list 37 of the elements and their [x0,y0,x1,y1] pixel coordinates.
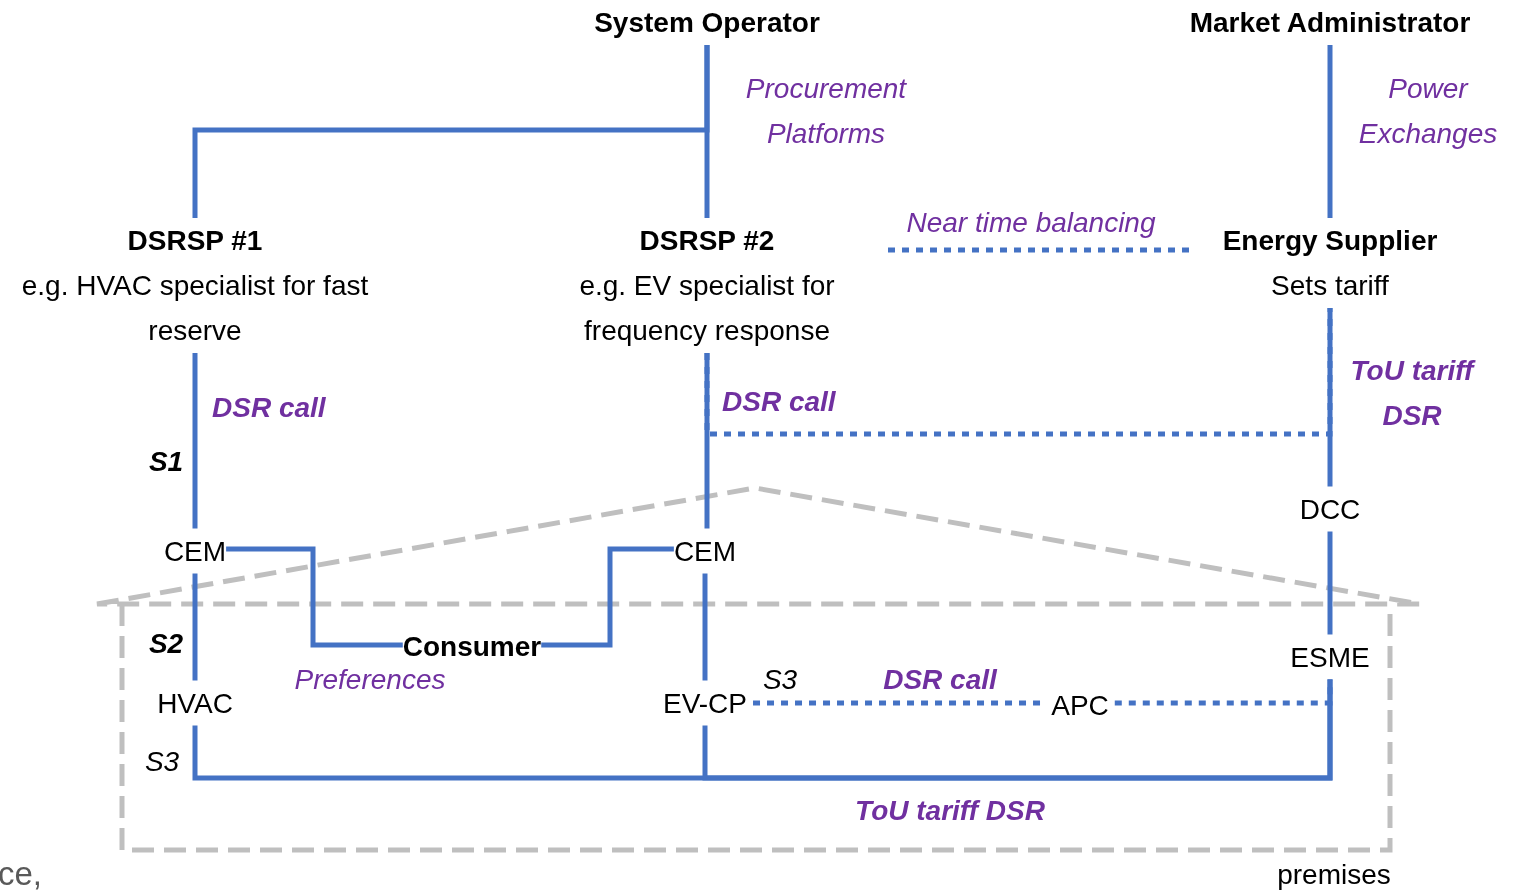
connector [702,679,1333,781]
role-heading: System Operator [594,0,820,45]
step-label: S2 [148,626,184,661]
edge-label: ToU tariff DSR [855,793,1045,828]
connector [192,353,198,529]
connector [192,573,198,681]
step-label: S1 [148,444,184,479]
caption-fragment: ce, [0,853,43,893]
connector [1327,531,1333,635]
edge-label: Near time balancing [906,205,1156,240]
role-heading: Market Administrator [1189,0,1471,45]
exchange-label: Power Exchanges [1357,72,1499,151]
device-label: CEM [163,528,227,574]
supplier-label: Energy Supplier Sets tariff [1195,218,1465,308]
step-label: S3 [762,662,798,697]
connector [1327,45,1333,218]
dotted-connector [704,308,1333,437]
connector [704,45,710,218]
device-label: APC [1051,682,1109,728]
device-label: ESME [1290,634,1370,680]
edge-label: DSR call [212,390,326,425]
edge-label: DSR call [883,662,997,697]
device-label: DCC [1299,486,1361,532]
connector [702,573,708,681]
connector [541,546,674,648]
connector [226,546,403,648]
edge-label: DSR call [722,384,836,419]
provider-label: DSRSP #1 e.g. HVAC specialist for fast reserve [10,218,380,353]
device-label: HVAC [157,680,233,726]
step-label: S3 [144,744,180,779]
provider-label: DSRSP #2 e.g. EV specialist for frequency response [532,218,882,353]
dotted-connector [888,247,1189,253]
edge-label: ToU tariff DSR [1349,354,1477,433]
device-label: EV-CP [663,680,747,726]
premises-label: premises [1277,857,1391,892]
platform-label: Procurement Platforms [744,72,908,151]
device-label: CEM [673,528,737,574]
